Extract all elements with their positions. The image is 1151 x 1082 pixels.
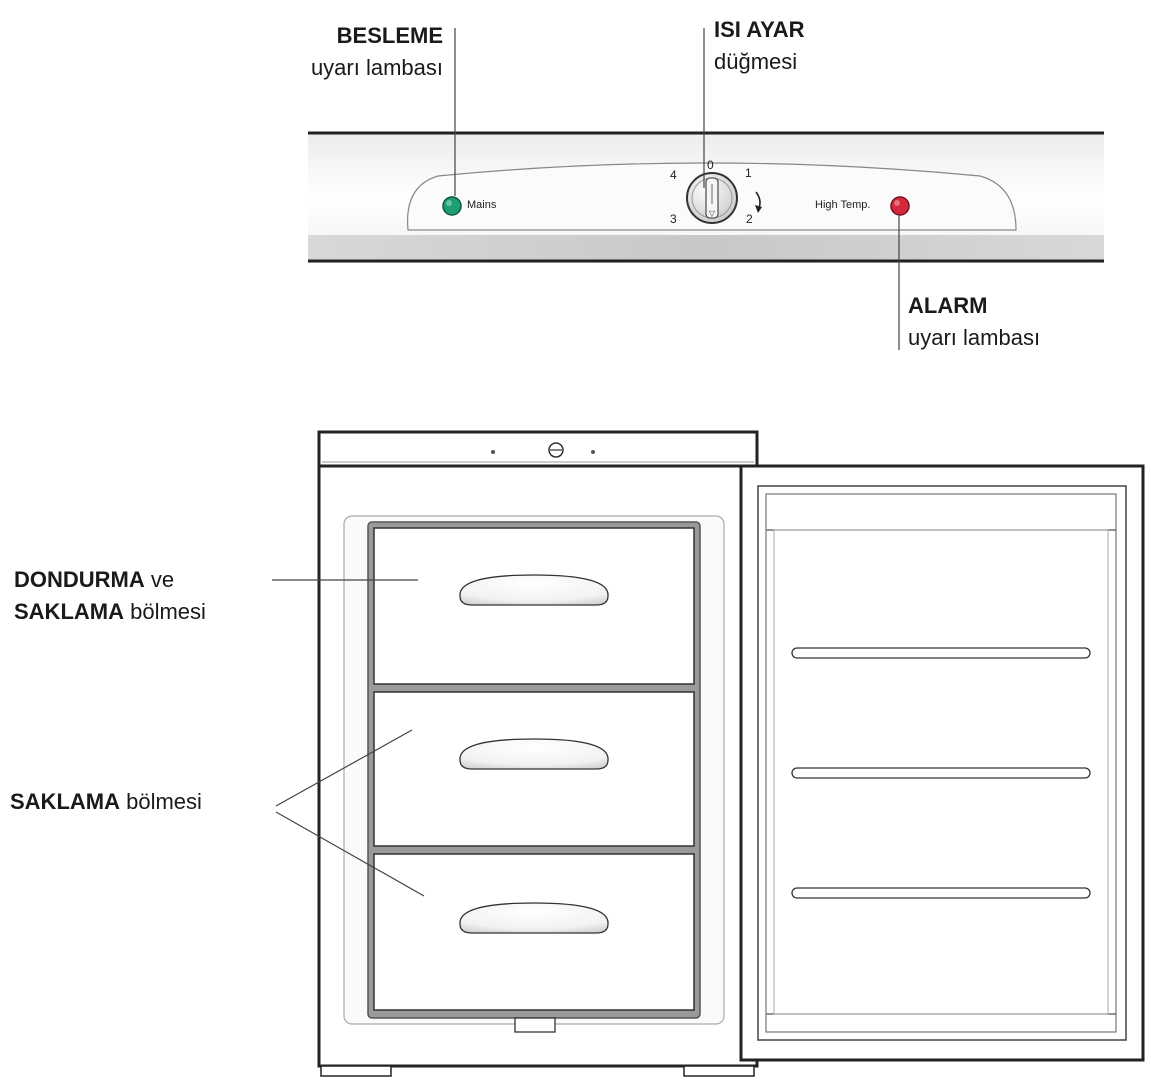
freezer-label-bold-2: SAKLAMA bbox=[14, 599, 124, 624]
callout-knob-title: ISI AYAR bbox=[714, 17, 805, 42]
drawer-top bbox=[373, 527, 695, 685]
callout-mains-subtitle: uyarı lambası bbox=[310, 55, 443, 80]
dial-number-0: 0 bbox=[707, 158, 714, 172]
callout-mains: BESLEME uyarı lambası bbox=[311, 20, 443, 84]
callout-line-storage-2 bbox=[275, 811, 425, 897]
thermostat-knob[interactable]: ▽ bbox=[686, 172, 738, 224]
drawer-handle[interactable] bbox=[459, 738, 609, 770]
high-temp-label: High Temp. bbox=[815, 199, 871, 211]
freezer-door bbox=[739, 464, 1145, 1062]
freezer-label-rest-1: ve bbox=[144, 567, 175, 592]
door-shelf bbox=[791, 887, 1091, 899]
storage-label-rest: bölmesi bbox=[120, 789, 202, 814]
storage-label-bold: SAKLAMA bbox=[10, 789, 120, 814]
callout-alarm: ALARM uyarı lambası bbox=[908, 290, 1040, 354]
dial-number-4: 4 bbox=[670, 168, 677, 182]
callout-freezer-compartment: DONDURMA ve SAKLAMA bölmesi bbox=[14, 564, 206, 628]
door-shelf bbox=[791, 767, 1091, 779]
alarm-light bbox=[890, 196, 910, 216]
mains-light bbox=[442, 196, 462, 216]
control-panel: ▽ bbox=[308, 131, 1104, 263]
dial-number-3: 3 bbox=[670, 212, 677, 226]
callout-knob-subtitle: düğmesi bbox=[714, 49, 798, 74]
door-shelf bbox=[791, 647, 1091, 659]
callout-alarm-title: ALARM bbox=[908, 293, 988, 318]
panel-lower-band bbox=[308, 235, 1104, 261]
mains-label: Mains bbox=[467, 199, 497, 211]
drawer-handle[interactable] bbox=[459, 574, 609, 606]
callout-mains-title: BESLEME bbox=[336, 23, 443, 48]
dial-number-1: 1 bbox=[745, 166, 752, 180]
callout-storage-compartment: SAKLAMA bölmesi bbox=[10, 786, 202, 818]
freezer-body bbox=[317, 430, 759, 1077]
callout-alarm-subtitle: uyarı lambası bbox=[908, 325, 1041, 350]
dial-number-2: 2 bbox=[746, 212, 753, 226]
svg-text:▽: ▽ bbox=[709, 209, 716, 218]
callout-knob: ISI AYAR düğmesi bbox=[714, 14, 805, 78]
drawer-handle[interactable] bbox=[459, 902, 609, 934]
freezer-label-rest-2: bölmesi bbox=[124, 599, 206, 624]
freezer-label-bold-1: DONDURMA bbox=[14, 567, 145, 592]
callout-line-storage-1 bbox=[275, 729, 413, 807]
